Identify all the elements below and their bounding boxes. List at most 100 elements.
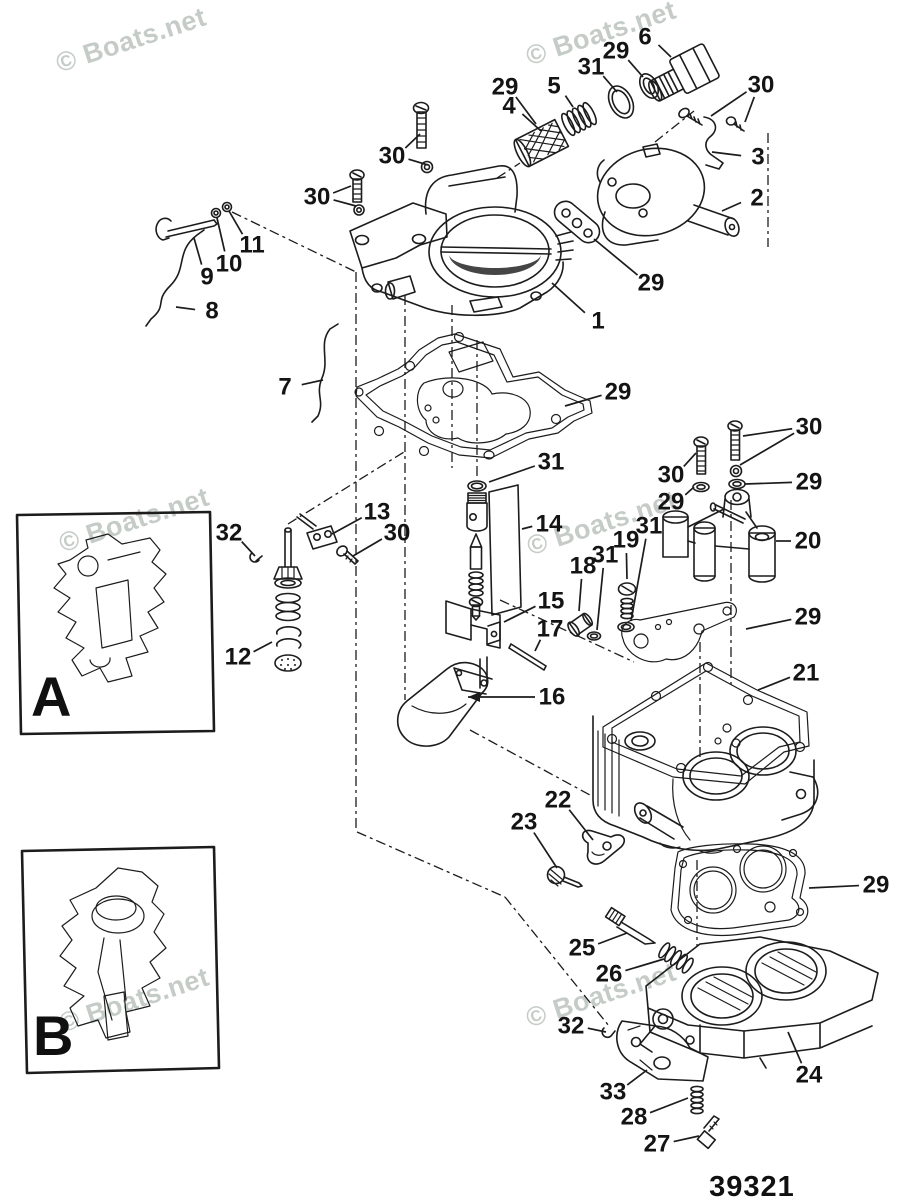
leader-line-29-3 xyxy=(593,238,639,276)
leader-arrowhead-16 xyxy=(468,692,480,702)
leader-line-22 xyxy=(568,809,594,841)
part-1-air-horn-illustration xyxy=(349,165,574,317)
callout-3: 3 xyxy=(751,144,764,171)
callout-14: 14 xyxy=(536,511,563,538)
callout-9: 9 xyxy=(200,264,213,291)
part-25-needle-illustration xyxy=(604,906,656,945)
leader-line-30-5 xyxy=(742,427,793,437)
leader-line-18 xyxy=(578,578,583,612)
callout-25: 25 xyxy=(569,935,596,962)
leader-line-30-3 xyxy=(332,185,352,194)
callout-16: 16 xyxy=(539,684,566,711)
leader-line-12 xyxy=(253,641,273,653)
part-27-screw-illustration xyxy=(696,1115,720,1150)
callout-32-2: 32 xyxy=(558,1013,585,1040)
leader-line-32-2 xyxy=(587,1027,607,1033)
callout-15: 15 xyxy=(538,588,565,615)
part-29-vent-gasket-illustration xyxy=(621,601,737,663)
part-23-screw-illustration xyxy=(546,865,583,888)
callout-5: 5 xyxy=(547,73,560,100)
drawing-number: 39321 xyxy=(709,1171,795,1200)
part-33-bracket-illustration xyxy=(616,1020,709,1082)
part-15-baffle-illustration xyxy=(445,600,501,649)
part-10-11-washers-illustration xyxy=(210,201,233,219)
part-20-bracket-illustration xyxy=(662,488,776,583)
part-31-ring-illustration xyxy=(607,85,635,119)
leader-line-19 xyxy=(625,552,628,580)
callout-18: 18 xyxy=(570,553,597,580)
leader-line-28 xyxy=(649,1097,689,1114)
parts-illustration xyxy=(15,43,879,1150)
leader-line-10 xyxy=(216,217,226,252)
part-4-filter-illustration xyxy=(513,118,570,168)
leader-line-21 xyxy=(757,676,791,691)
part-29-ring-illustration xyxy=(638,73,660,99)
callout-6: 6 xyxy=(638,24,651,51)
callout-29-7: 29 xyxy=(795,604,822,631)
watermark-text-0: © Boats.net xyxy=(52,2,210,79)
callout-22: 22 xyxy=(545,787,572,814)
part-30-screws-right-illustration xyxy=(692,420,746,493)
part-30-screws-upper-illustration xyxy=(349,101,434,216)
part-28-spring-illustration xyxy=(690,1085,704,1115)
callout-29-1: 29 xyxy=(603,38,630,65)
leader-line-30-6 xyxy=(683,452,697,467)
part-22-lever-illustration xyxy=(581,829,626,865)
callout-29-8: 29 xyxy=(863,872,890,899)
leader-line-8 xyxy=(175,306,196,311)
inset-b-letter: B xyxy=(33,1004,73,1067)
part-32-clip-lower-illustration xyxy=(601,1027,616,1039)
callout-30-6: 30 xyxy=(658,462,685,489)
leader-line-30-2 xyxy=(404,133,421,149)
callout-31-1: 31 xyxy=(578,54,605,81)
callout-31-4: 31 xyxy=(592,542,619,569)
leader-line-30-2 xyxy=(408,158,429,166)
leader-line-3 xyxy=(711,151,742,157)
inset-a-sketch xyxy=(53,533,167,683)
leader-line-31-2 xyxy=(488,465,536,483)
callout-12: 12 xyxy=(225,644,252,671)
part-13-clamp-illustration xyxy=(296,513,338,550)
leader-line-26 xyxy=(625,958,665,972)
leader-line-29-5 xyxy=(744,481,793,485)
callout-23: 23 xyxy=(511,809,538,836)
part-14-needle-seat-illustration xyxy=(466,480,522,621)
callout-20: 20 xyxy=(795,528,822,555)
inset-box-a xyxy=(15,510,216,736)
part-2-fuel-pump-illustration xyxy=(596,143,740,246)
leader-line-29-1 xyxy=(627,59,644,78)
part-21-main-body-illustration xyxy=(592,661,819,854)
part-16-float-illustration xyxy=(396,656,493,747)
part-30-screw-mid-illustration xyxy=(336,545,359,565)
leader-line-29-7 xyxy=(745,618,792,630)
part-12-needle-seat-kit-illustration xyxy=(273,527,303,672)
inset-a-letter: A xyxy=(31,665,71,728)
callout-2: 2 xyxy=(750,185,763,212)
leader-line-14 xyxy=(521,525,533,530)
part-8-link-illustration xyxy=(145,229,205,327)
leader-line-9 xyxy=(193,237,203,265)
leader-line-29-4 xyxy=(564,394,602,407)
callout-30-5: 30 xyxy=(796,414,823,441)
callout-19: 19 xyxy=(613,527,640,554)
callout-29-2: 29 xyxy=(492,74,519,101)
leader-line-1 xyxy=(551,282,586,314)
part-29-base-gasket-illustration xyxy=(670,843,809,937)
callout-24: 24 xyxy=(796,1062,823,1089)
part-18-plug-illustration xyxy=(567,612,602,641)
leader-line-30-1 xyxy=(744,96,756,123)
leader-line-29-2 xyxy=(515,96,537,125)
leader-line-30-4 xyxy=(352,538,383,557)
callout-33: 33 xyxy=(600,1079,627,1106)
callout-28: 28 xyxy=(621,1104,648,1131)
part-17-pin-illustration xyxy=(508,643,547,671)
leader-line-33 xyxy=(626,1069,648,1086)
leader-line-6 xyxy=(657,44,672,58)
callout-10: 10 xyxy=(216,251,243,278)
leader-line-31-4 xyxy=(596,567,605,631)
leader-line-25 xyxy=(597,932,628,945)
leader-line-30-1 xyxy=(710,91,748,117)
leader-line-17 xyxy=(534,639,542,652)
